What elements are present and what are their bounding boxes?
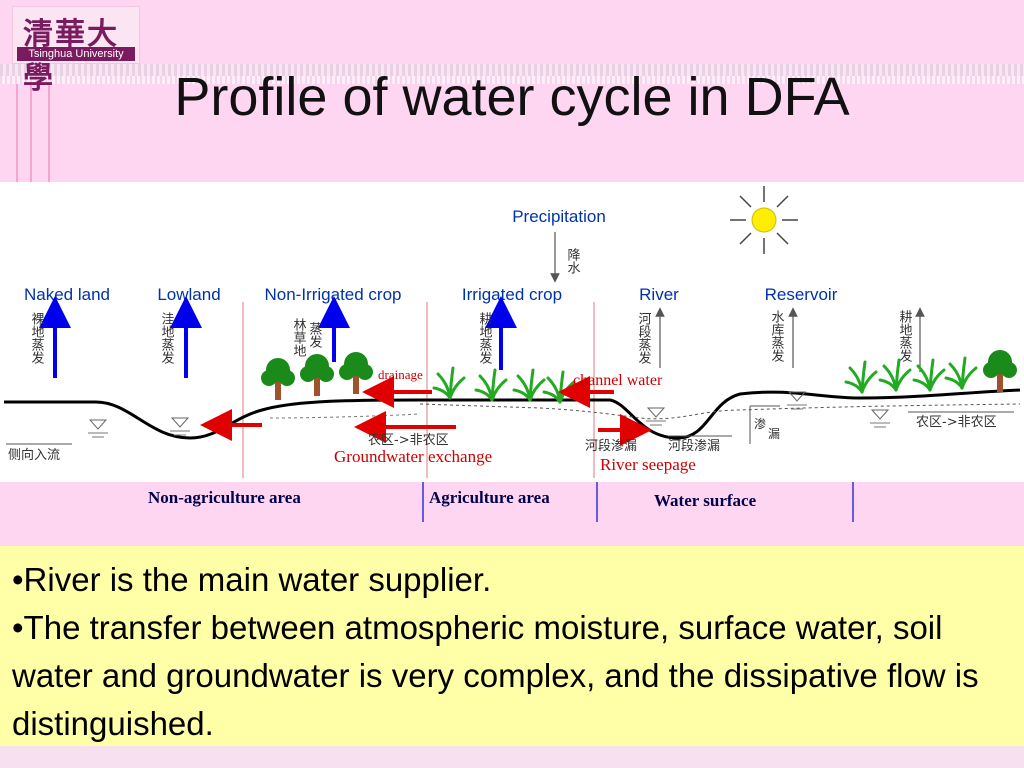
zone-label-water-surface: Water surface <box>654 491 757 510</box>
crop-icon <box>474 368 508 402</box>
river-seepage-cn-label: 河段渗漏 <box>668 438 720 454</box>
evaporation-cn-label: 裸地蒸发 <box>29 312 45 364</box>
tree-icon <box>300 354 334 396</box>
sun-icon <box>730 186 798 254</box>
decorative-stripe <box>30 84 32 182</box>
decorative-stripe <box>48 84 50 182</box>
crop-icon <box>512 368 546 402</box>
bullet-box: •River is the main water supplier. •The … <box>0 546 1024 746</box>
footer-strip <box>0 746 1024 768</box>
crop-icon <box>542 370 576 404</box>
decorative-strip <box>0 76 1024 84</box>
logo-chinese: 清華大學 <box>23 17 119 96</box>
diagram-panel: Precipitation 降水 Naked land Lowland Non-… <box>0 182 1024 482</box>
evaporation-cn-label: 林草地 <box>291 318 307 357</box>
logo-english: Tsinghua University <box>17 47 135 61</box>
land-type-label: Reservoir <box>765 285 838 304</box>
land-type-label: River <box>639 285 679 304</box>
river-seepage-label: River seepage <box>600 455 696 474</box>
precipitation-cn-label: 降水 <box>565 248 581 274</box>
water-cycle-diagram: Precipitation 降水 Naked land Lowland Non-… <box>4 186 1021 478</box>
land-type-label: Irrigated crop <box>462 285 562 304</box>
groundwater-table <box>269 413 421 419</box>
university-logo: 清華大學 Tsinghua University <box>12 6 140 96</box>
ground-surface <box>4 388 1021 440</box>
header-band <box>0 0 1024 182</box>
tree-icon <box>261 358 295 400</box>
water-level-icon <box>645 407 667 426</box>
evaporation-cn-label: 水库蒸发 <box>769 310 785 362</box>
zone-label-non-agriculture: Non-agriculture area <box>148 488 301 507</box>
exchange-cn-label: 农区->非农区 <box>916 415 997 430</box>
land-type-label: Lowland <box>157 285 220 304</box>
evaporation-cn-label: 河段蒸发 <box>636 312 652 364</box>
bullet-item: •The transfer between atmospheric moistu… <box>12 609 979 742</box>
slide-title: Profile of water cycle in DFA <box>174 67 850 127</box>
evaporation-cn-label: 耕地蒸发 <box>897 309 913 362</box>
evaporation-cn-label: 洼地蒸发 <box>159 312 175 364</box>
zone-band <box>0 482 1024 546</box>
seepage-cn-label: 渗 <box>754 416 766 431</box>
water-level-icon <box>169 417 191 436</box>
evaporation-cn-label: 蒸发 <box>307 322 323 348</box>
crop-icon <box>844 360 878 394</box>
seepage-cn-label: 漏 <box>768 427 780 441</box>
crop-icon <box>912 358 946 392</box>
groundwater-table <box>419 403 1021 420</box>
crop-icon <box>944 356 978 390</box>
crop-icon <box>432 366 466 400</box>
evaporation-cn-label: 耕地蒸发 <box>477 311 493 364</box>
river-seepage-cn-label: 河段渗漏 <box>585 438 637 454</box>
zone-label-agriculture: Agriculture area <box>429 488 550 507</box>
water-level-icon <box>869 409 891 428</box>
tree-icon <box>983 350 1017 392</box>
crop-icon <box>878 358 912 392</box>
bullet-item: •River is the main water supplier. <box>12 561 492 598</box>
decorative-stripe <box>16 84 18 182</box>
decorative-strip <box>0 64 1024 76</box>
tree-icon <box>339 352 373 394</box>
channel-water-label: channel water <box>573 372 663 389</box>
exchange-cn-label: 农区->非农区 <box>368 433 449 448</box>
drainage-label: drainage <box>378 367 423 382</box>
land-type-label: Naked land <box>24 285 110 304</box>
water-level-icon <box>87 419 109 438</box>
land-type-label: Non-Irrigated crop <box>264 285 401 304</box>
lateral-inflow-label: 侧向入流 <box>8 447 60 463</box>
groundwater-exchange-label: Groundwater exchange <box>334 447 492 466</box>
precipitation-label: Precipitation <box>512 207 606 226</box>
